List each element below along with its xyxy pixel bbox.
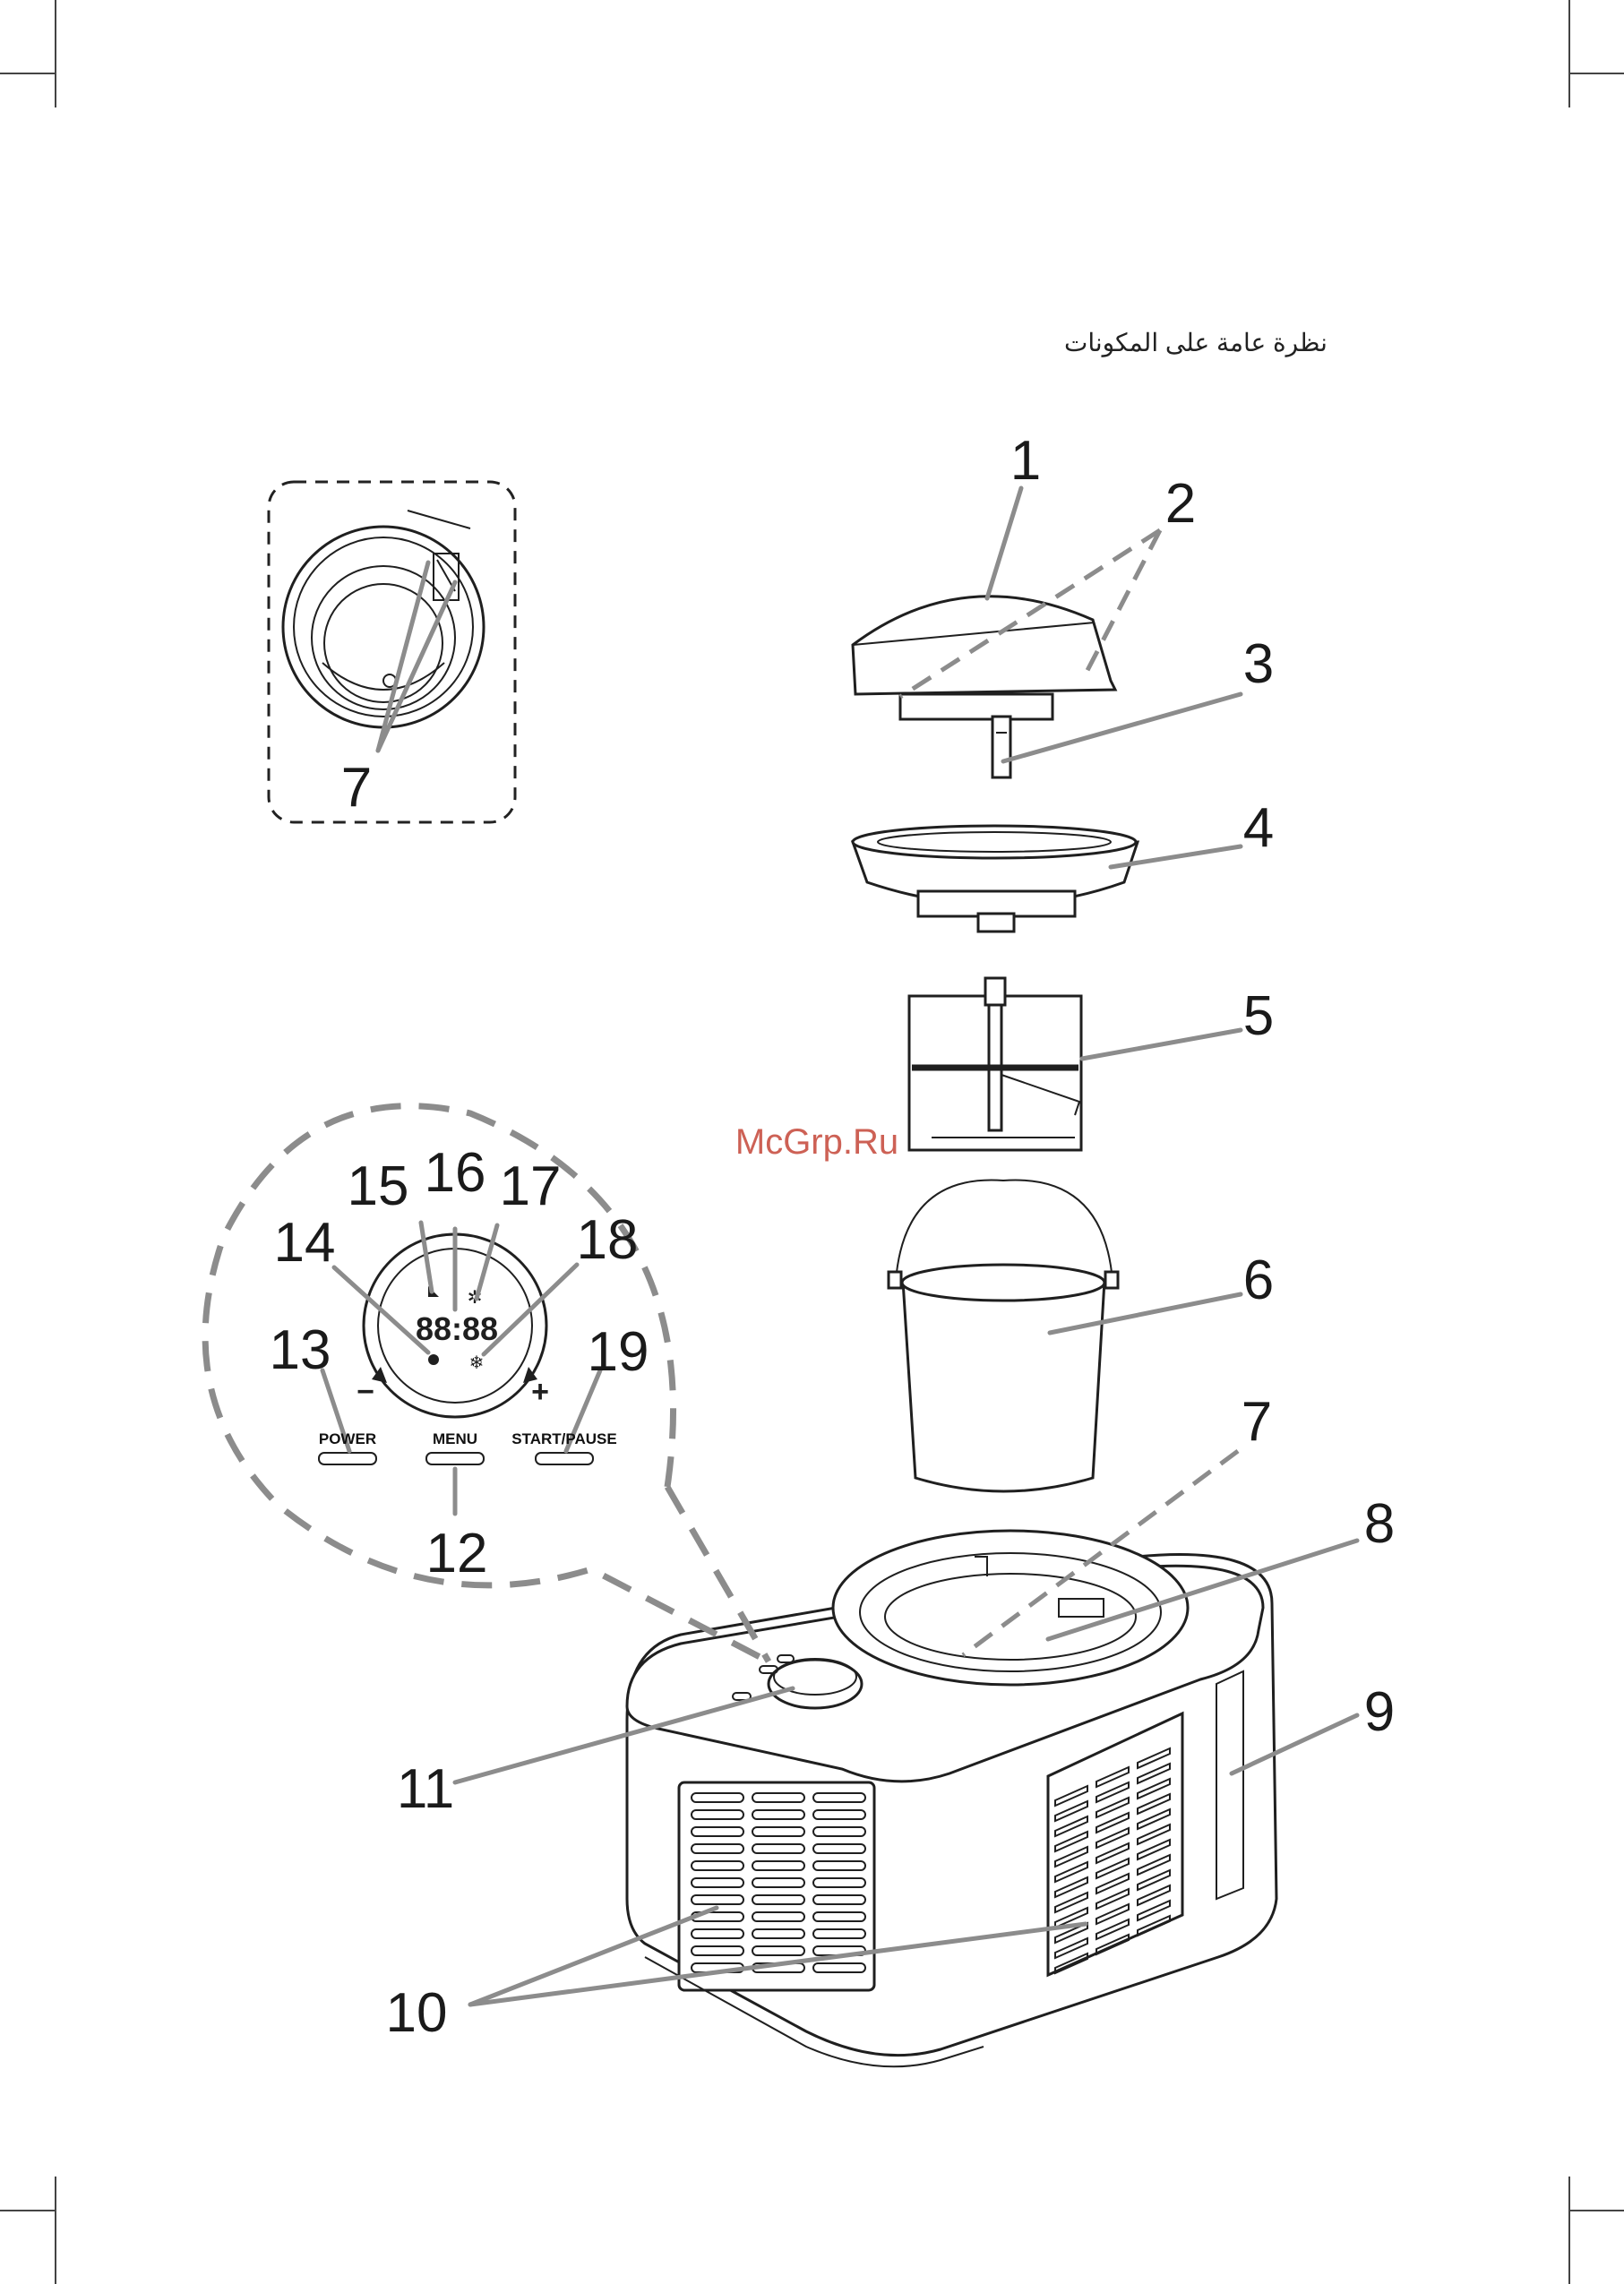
callout-2: 2 <box>1165 473 1196 535</box>
callout-15: 15 <box>348 1155 409 1217</box>
callout-16: 16 <box>425 1142 486 1204</box>
callout-17: 17 <box>500 1155 562 1217</box>
callout-6: 6 <box>1243 1249 1274 1311</box>
minus-sign: − <box>357 1375 374 1409</box>
paddle-part <box>909 978 1081 1150</box>
callout-11: 11 <box>397 1758 454 1820</box>
menu-button-label: MENU <box>433 1430 477 1447</box>
watermark: McGrp.Ru <box>735 1122 898 1162</box>
callout-14: 14 <box>274 1212 336 1274</box>
page-title: نظرة عامة على المكونات <box>1064 329 1328 357</box>
power-button-label: POWER <box>319 1430 376 1447</box>
inset-lid-detail <box>269 482 515 822</box>
callout-18: 18 <box>577 1209 639 1271</box>
main-unit <box>627 1531 1276 2066</box>
callout-9: 9 <box>1364 1681 1395 1743</box>
callout-3: 3 <box>1243 633 1274 695</box>
callout-19: 19 <box>588 1321 649 1383</box>
display-digits: 88:88 <box>416 1310 498 1347</box>
callout-10: 10 <box>386 1982 448 2044</box>
start-pause-button-label: START/PAUSE <box>511 1430 616 1447</box>
callout-13: 13 <box>270 1319 331 1381</box>
callout-7-inset: 7 <box>341 757 372 819</box>
plus-sign: + <box>531 1375 549 1409</box>
callout-4: 4 <box>1243 797 1274 859</box>
callout-12: 12 <box>426 1523 488 1584</box>
bucket-part <box>889 1181 1118 1492</box>
drop-icon <box>428 1354 439 1365</box>
snowflake-icon: ❄ <box>469 1353 485 1373</box>
callout-1: 1 <box>1010 430 1041 492</box>
callout-5: 5 <box>1243 985 1274 1047</box>
callout-7: 7 <box>1242 1391 1272 1453</box>
cover-ring-part <box>853 826 1138 932</box>
lid-part <box>853 597 1115 777</box>
callout-8: 8 <box>1364 1493 1395 1555</box>
